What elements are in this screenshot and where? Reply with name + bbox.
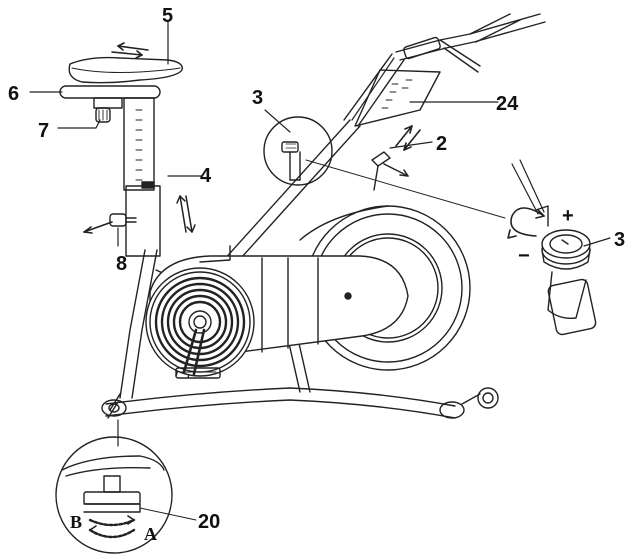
- plus-sign: +: [562, 205, 574, 227]
- seat-slide-arrows: [111, 42, 149, 59]
- seat-saddle: [68, 56, 183, 84]
- rotation-label-a: A: [144, 524, 157, 544]
- handlebar-assembly: [343, 13, 546, 127]
- callout-20: 20: [198, 511, 220, 533]
- pedal-crank: [175, 328, 221, 379]
- tension-knob-zoom-left: [263, 116, 506, 219]
- callout-4: 4: [200, 165, 212, 187]
- callout-5: 5: [162, 5, 173, 27]
- callout-3-left: 3: [252, 87, 263, 109]
- minus-sign: −: [518, 245, 530, 267]
- bike-base-frame: [101, 387, 499, 419]
- brake-tension-lever: [371, 125, 421, 191]
- callout-8: 8: [116, 253, 127, 275]
- drive-sprocket: [145, 267, 255, 377]
- callout-2: 2: [436, 133, 447, 155]
- rotation-label-b: B: [70, 512, 82, 532]
- seat-pop-pin: [83, 213, 137, 234]
- seat-adjust-knob: [95, 107, 111, 123]
- callout-24: 24: [496, 93, 519, 115]
- seat-height-arrows: [176, 195, 196, 233]
- callout-7: 7: [38, 120, 49, 142]
- leader-lines: [29, 21, 611, 247]
- levelling-foot-zoom: [55, 419, 197, 554]
- callout-6: 6: [8, 83, 19, 105]
- tension-knob-detail-right: [507, 159, 597, 336]
- callout-3-right: 3: [614, 229, 625, 251]
